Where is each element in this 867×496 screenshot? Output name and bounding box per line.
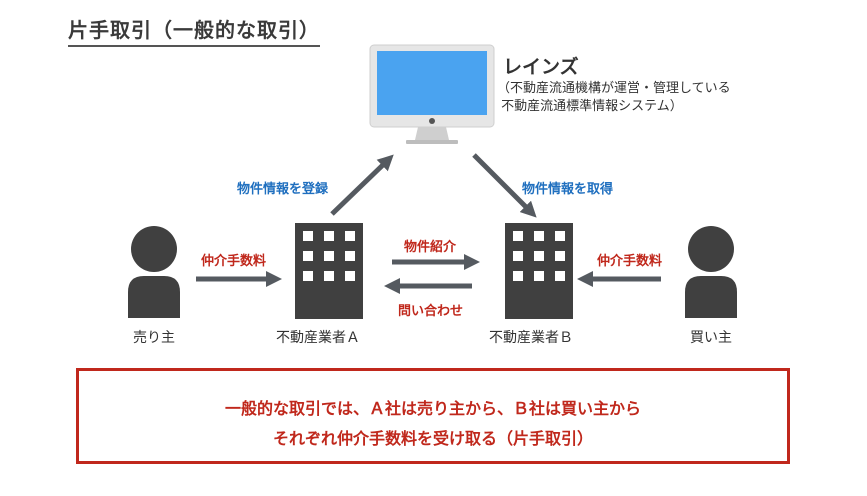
introduce-label: 物件紹介: [404, 240, 457, 255]
office-building-icon: [505, 223, 573, 319]
register-label: 物件情報を登録: [237, 182, 329, 197]
note-line-1: 一般的な取引では、Ａ社は売り主から、Ｂ社は買い主から: [224, 399, 641, 418]
page-title: 片手取引（一般的な取引）: [68, 14, 320, 47]
person-icon: [685, 226, 737, 318]
person-icon: [128, 226, 180, 318]
register-arrow: [330, 154, 394, 216]
office-building-icon: [295, 223, 363, 319]
fee-label-left: 仲介手数料: [201, 254, 267, 269]
reins-name: レインズ: [503, 56, 579, 78]
reins-description: （不動産流通機構が運営・管理している 不動産流通標準情報システム）: [497, 81, 731, 114]
note-line-2: それぞれ仲介手数料を受け取る（片手取引）: [272, 429, 593, 448]
seller-caption: 売り主: [133, 330, 175, 346]
fee-label-right: 仲介手数料: [597, 254, 663, 269]
agent-a-caption: 不動産業者Ａ: [276, 330, 360, 346]
obtain-label: 物件情報を取得: [522, 182, 614, 197]
buyer-caption: 買い主: [690, 330, 732, 346]
obtain-arrow: [472, 153, 537, 218]
monitor-icon: [369, 44, 495, 144]
inquiry-label: 問い合わせ: [398, 304, 464, 319]
summary-note-box: 一般的な取引では、Ａ社は売り主から、Ｂ社は買い主から それぞれ仲介手数料を受け取…: [76, 368, 790, 464]
agent-b-caption: 不動産業者Ｂ: [489, 330, 573, 346]
